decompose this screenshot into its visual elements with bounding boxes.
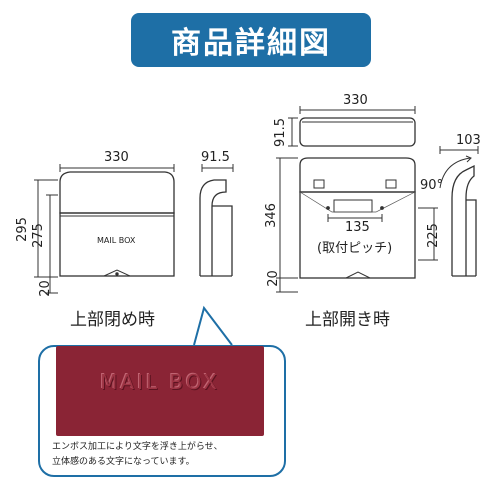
- closed-width-label: 330: [104, 150, 129, 165]
- embossed-plate-photo: MAIL BOX: [56, 346, 264, 436]
- page-title: 商品詳細図: [171, 26, 331, 61]
- pitch-value-label: 135: [345, 220, 370, 235]
- open-angle-label: 90°: [420, 178, 444, 193]
- embossed-text: MAIL BOX: [100, 370, 220, 394]
- open-lid-view: [288, 106, 416, 147]
- open-side-view: [439, 146, 479, 277]
- closed-bottom-gap-label: 20: [37, 280, 53, 297]
- closed-height-total-label: 295: [14, 217, 30, 242]
- closed-caption: 上部閉め時: [70, 310, 155, 330]
- nameplate-label: MAIL BOX: [97, 236, 136, 245]
- closed-depth-label: 91.5: [201, 150, 230, 165]
- callout-pointer: [193, 305, 233, 346]
- open-caption: 上部開き時: [305, 310, 390, 330]
- open-inner-height-label: 225: [425, 223, 441, 248]
- closed-front-view: [34, 164, 175, 294]
- closed-side-view: [199, 164, 234, 277]
- page-title-banner: 商品詳細図: [131, 13, 371, 67]
- emboss-description-line2: 立体感のある文字になっています。: [52, 457, 195, 467]
- open-front-view: [276, 157, 438, 293]
- pitch-caption-label: (取付ピッチ): [317, 241, 393, 256]
- closed-height-body-label: 275: [30, 223, 46, 248]
- emboss-description-line1: エンボス加工により文字を浮き上がらせ、: [52, 442, 223, 452]
- open-bottom-gap-label: 20: [265, 270, 281, 287]
- open-lid-depth-label: 91.5: [272, 118, 288, 147]
- open-height-label: 346: [263, 203, 279, 228]
- open-lid-width-label: 330: [343, 93, 368, 108]
- open-side-depth-label: 103: [456, 133, 481, 148]
- emboss-description: エンボス加工により文字を浮き上がらせ、 立体感のある文字になっています。: [52, 440, 287, 470]
